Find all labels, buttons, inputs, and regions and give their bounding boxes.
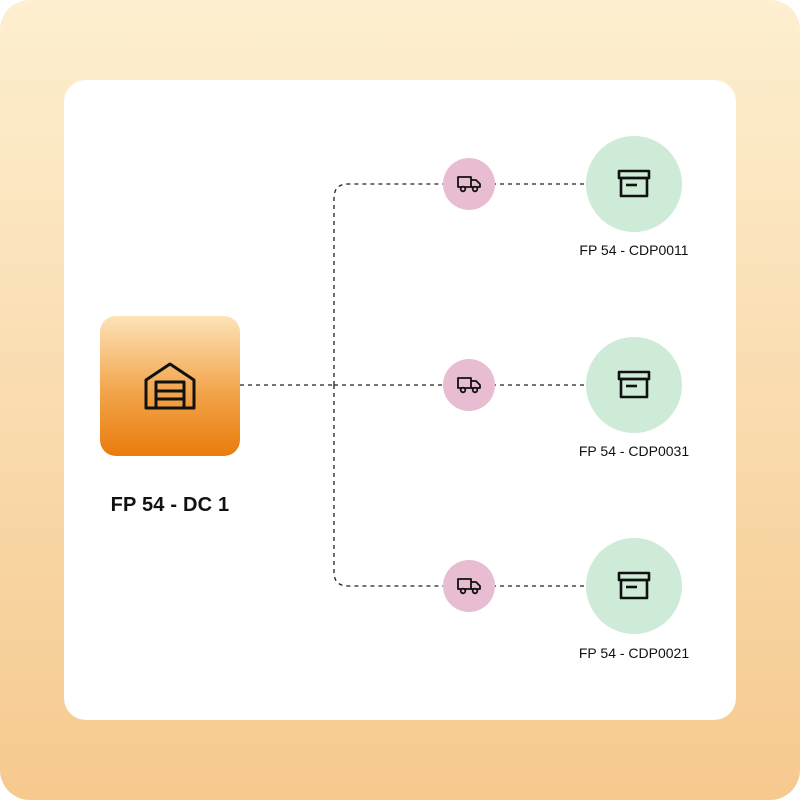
store-label-2: FP 54 - CDP0031 [578, 443, 690, 459]
store-label-3: FP 54 - CDP0021 [578, 645, 690, 661]
store-icon [617, 169, 651, 198]
store-icon [617, 571, 651, 600]
warehouse-icon [144, 362, 196, 410]
truck-icon [457, 176, 481, 193]
store-node-1[interactable] [586, 136, 682, 232]
store-label-1: FP 54 - CDP0011 [579, 242, 689, 258]
truck-node-3[interactable] [443, 560, 495, 612]
truck-node-2[interactable] [443, 359, 495, 411]
store-node-3[interactable] [586, 538, 682, 634]
connector-route-1 [333, 183, 588, 385]
store-node-2[interactable] [586, 337, 682, 433]
truck-icon [457, 377, 481, 394]
truck-node-1[interactable] [443, 158, 495, 210]
truck-icon [457, 578, 481, 595]
distribution-center-node[interactable] [100, 316, 240, 456]
connector-route-3 [333, 385, 588, 587]
store-icon [617, 370, 651, 399]
distribution-center-label: FP 54 - DC 1 [110, 494, 230, 516]
